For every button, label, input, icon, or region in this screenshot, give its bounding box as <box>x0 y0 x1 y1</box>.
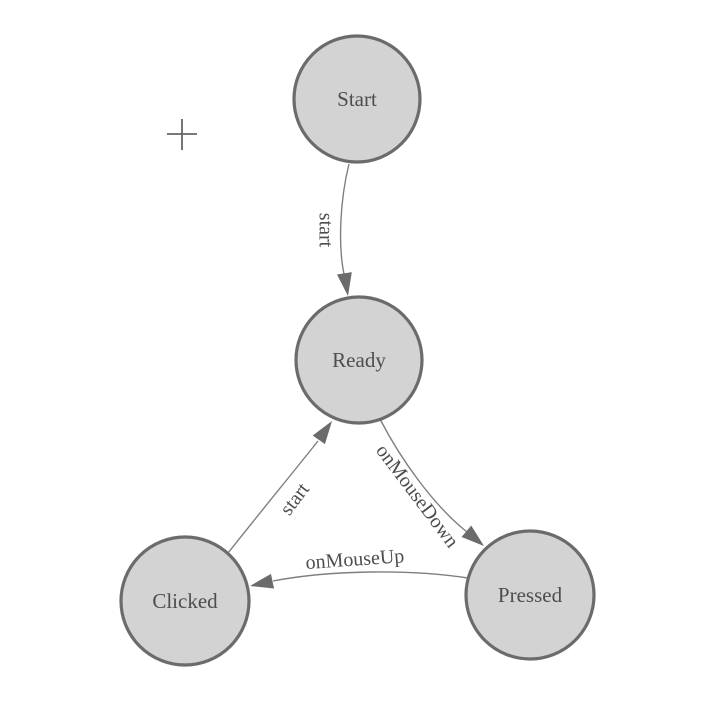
edge-start-to-ready[interactable]: start <box>314 163 355 297</box>
edge-line[interactable] <box>339 163 350 275</box>
edge-label: start <box>314 213 336 248</box>
state-node-start[interactable]: Start <box>292 34 422 164</box>
state-label: Clicked <box>152 589 218 613</box>
edge-line[interactable] <box>227 440 319 554</box>
crosshair-cursor-icon <box>167 119 197 150</box>
state-node-pressed[interactable]: Pressed <box>464 529 596 661</box>
edge-line[interactable] <box>272 571 469 582</box>
arrowhead-icon <box>336 272 352 296</box>
state-label: Start <box>337 87 377 111</box>
state-circle[interactable] <box>464 529 596 661</box>
edge-label: onMouseDown <box>371 440 463 552</box>
state-node-clicked[interactable]: Clicked <box>119 535 251 667</box>
edge-label: onMouseUp <box>305 545 405 574</box>
state-label: Ready <box>332 348 386 372</box>
state-circle[interactable] <box>119 535 251 667</box>
arrowhead-icon <box>461 525 484 546</box>
state-circle[interactable] <box>292 34 422 164</box>
edge-ready-to-pressed[interactable]: onMouseDown <box>371 418 489 552</box>
arrowhead-icon <box>250 573 275 589</box>
state-label: Pressed <box>498 583 563 607</box>
edge-clicked-to-ready[interactable]: start <box>227 417 338 554</box>
edge-pressed-to-clicked[interactable]: onMouseUp <box>248 545 469 593</box>
edge-label: start <box>276 478 315 519</box>
arrowhead-icon <box>312 421 332 445</box>
state-circle[interactable] <box>294 295 424 425</box>
state-node-ready[interactable]: Ready <box>294 295 424 425</box>
edge-line[interactable] <box>379 418 468 533</box>
